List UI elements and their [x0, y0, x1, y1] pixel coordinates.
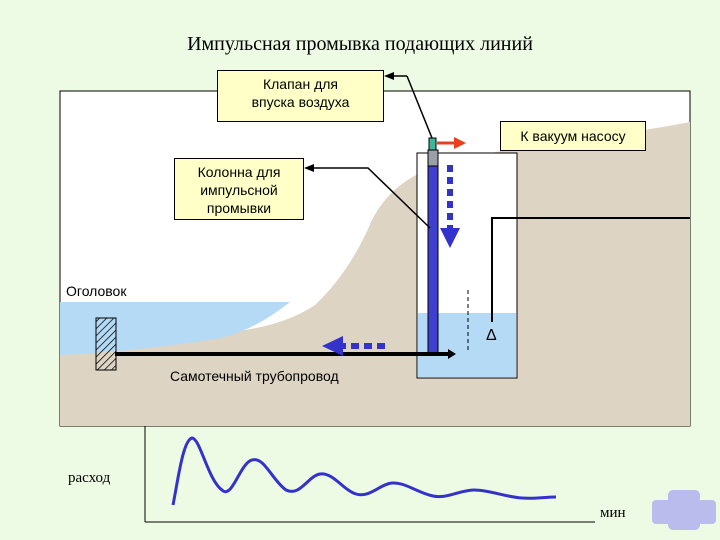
- air-valve-leader-head: [384, 72, 394, 80]
- flush-column-leader-head: [304, 164, 314, 172]
- down-flow-arrow-head: [440, 228, 460, 248]
- page-title: Импульсная промывка подающих линий: [187, 33, 533, 55]
- navigation-icon: [652, 490, 716, 530]
- graph-y-label: расход: [68, 470, 111, 486]
- vacuum-pump-callout: К вакуум насосу: [500, 121, 646, 151]
- headwork-block: [95, 317, 117, 371]
- flush-column: [427, 164, 439, 356]
- air-valve-icon: [428, 137, 437, 151]
- column-top: [427, 149, 439, 167]
- headwork-label: Оголовок: [66, 283, 127, 299]
- vacuum-arrow-head: [454, 137, 466, 149]
- ground-area: [60, 122, 690, 426]
- flow-oscillation-curve: [171, 436, 557, 506]
- flush-column-leader: [312, 167, 431, 229]
- graph-x-label: мин: [600, 505, 626, 521]
- level-sensor-line: [491, 217, 690, 322]
- air-valve-leader-line: [406, 75, 433, 139]
- pipe-end-cap: [448, 349, 456, 359]
- gravity-pipeline-label: Самотечный трубопровод: [170, 368, 339, 384]
- air-valve-callout: Клапан для впуска воздуха: [217, 70, 384, 122]
- river-water: [60, 302, 290, 355]
- level-marker: Δ: [486, 327, 497, 344]
- flush-column-callout: Колонна для импульсной промывки: [174, 158, 304, 220]
- left-flow-arrow-head: [322, 336, 343, 356]
